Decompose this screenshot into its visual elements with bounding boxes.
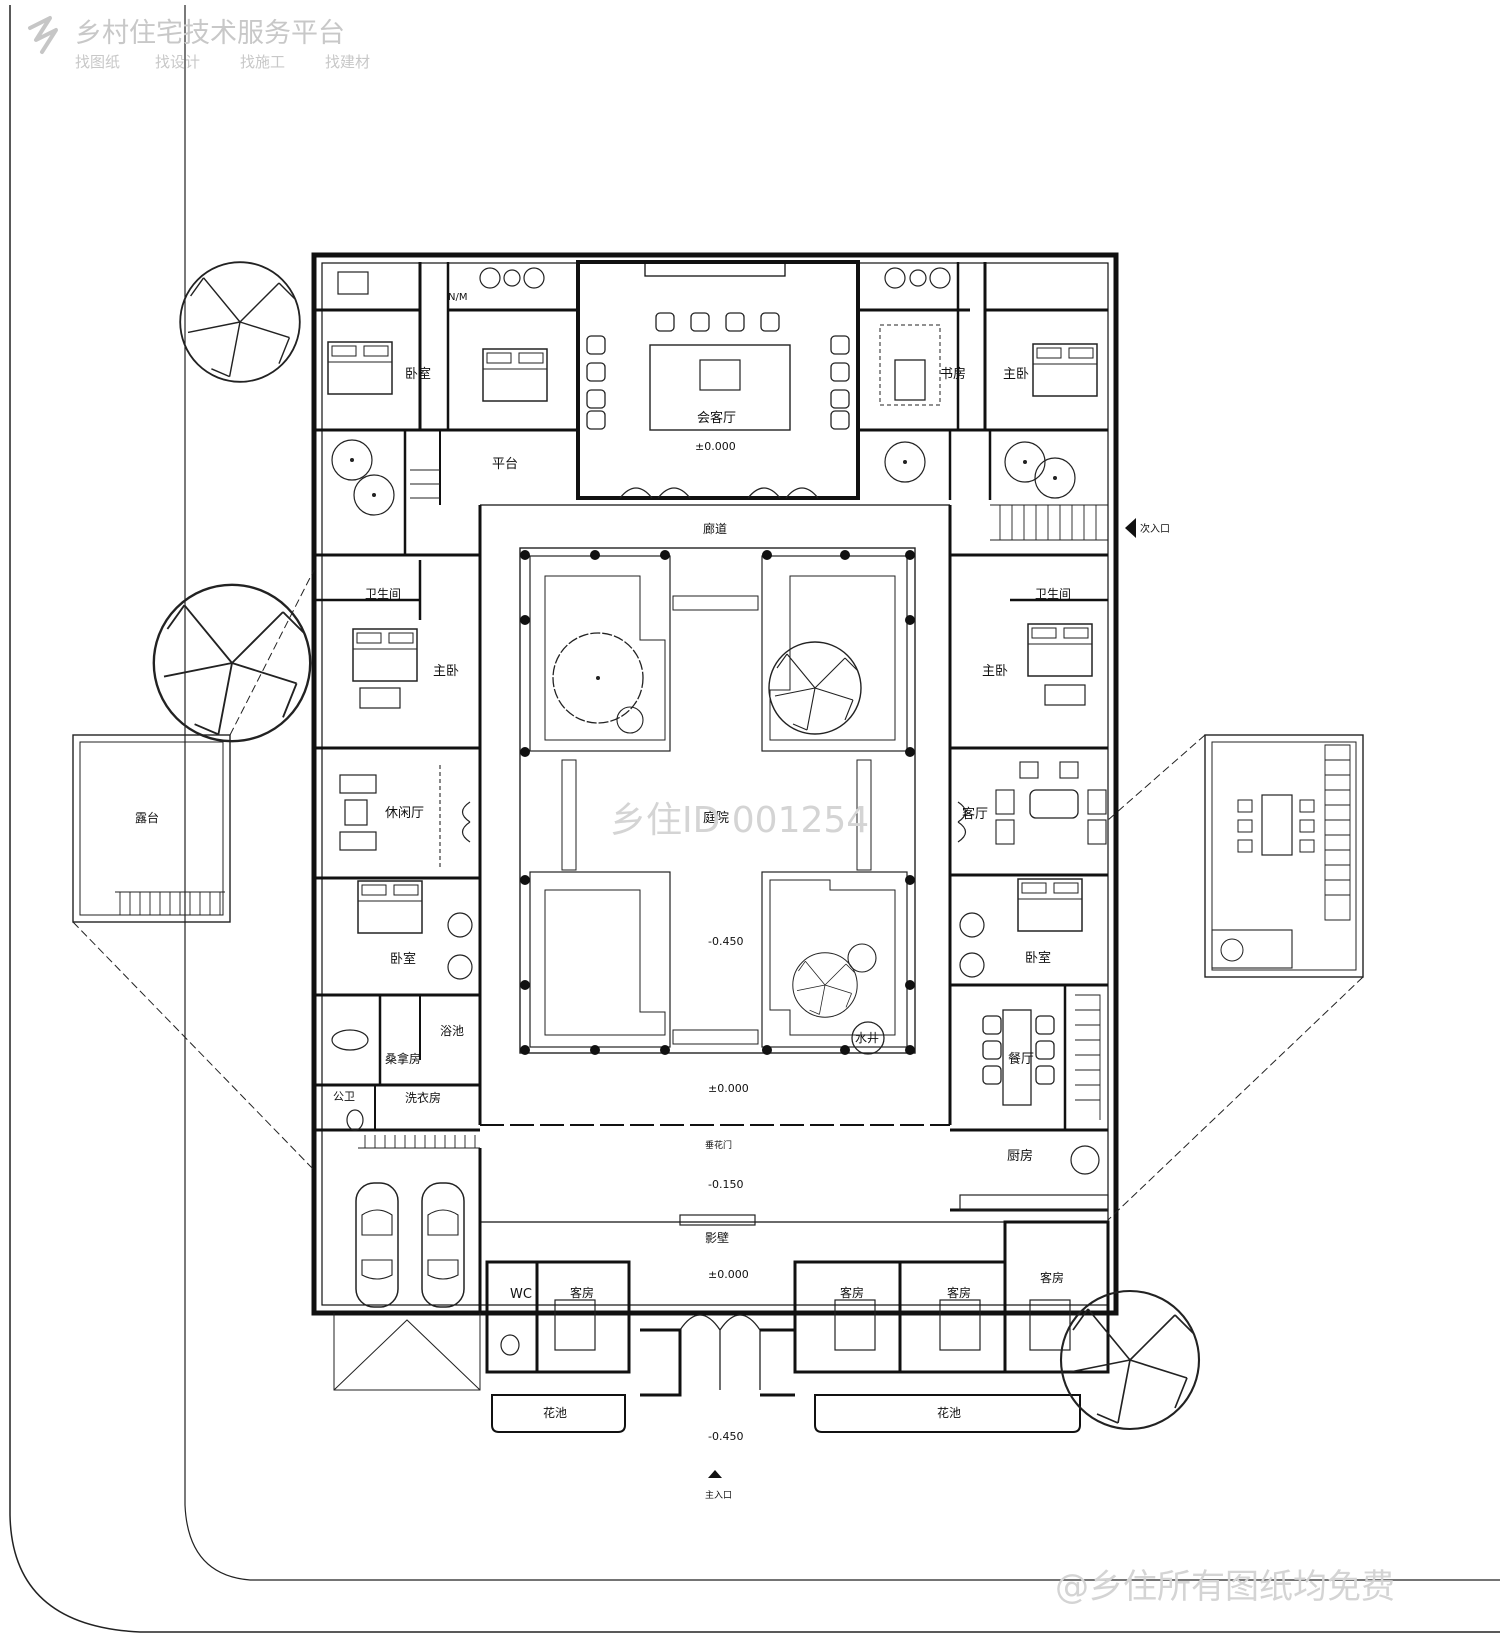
- level-mark: ±0.000: [708, 1082, 749, 1095]
- brand-link-materials[interactable]: 找建材: [325, 53, 370, 71]
- room-label: 主卧: [433, 664, 459, 679]
- room-label: 露台: [135, 810, 159, 825]
- room-label: 卧室: [1025, 950, 1051, 966]
- room-label: 影壁: [705, 1230, 729, 1245]
- room-label: 花池: [937, 1405, 961, 1420]
- room-label: 休闲厅: [385, 806, 424, 821]
- room-label: 桑拿房: [385, 1051, 421, 1066]
- room-label: 公卫: [333, 1090, 355, 1103]
- room-label: 卫生间: [365, 587, 401, 601]
- brand-link-drawings[interactable]: 找图纸: [75, 53, 120, 71]
- room-label: 主入口: [705, 1489, 732, 1501]
- room-label: 会客厅: [697, 410, 736, 426]
- room-label: 主卧: [1003, 367, 1029, 382]
- room-label: 平台: [492, 457, 518, 472]
- room-label: 客房: [947, 1285, 971, 1300]
- level-mark: -0.450: [708, 935, 743, 948]
- room-label: 卧室: [405, 366, 431, 382]
- room-label: 客房: [570, 1285, 594, 1300]
- center-watermark: 乡住ID 001254: [610, 800, 869, 841]
- meeting-hall-walls: [576, 260, 860, 500]
- room-label: 主卧: [982, 664, 1008, 679]
- xiangzhu-logo-icon: [28, 16, 58, 54]
- brand-name: 乡村住宅技术服务平台: [75, 18, 345, 49]
- room-label: 客房: [1040, 1270, 1064, 1285]
- room-label: 客厅: [962, 806, 988, 822]
- room-label: 垂花门: [705, 1139, 732, 1151]
- room-label: 餐厅: [1008, 1051, 1034, 1067]
- outer-wall: [311, 252, 1119, 1316]
- room-label: 庭院: [703, 810, 729, 826]
- room-label: 次入口: [1140, 522, 1170, 535]
- brand-link-design[interactable]: 找设计: [155, 53, 200, 71]
- room-label: 洗衣房: [405, 1090, 441, 1105]
- room-label: WC: [510, 1287, 532, 1302]
- room-label: N/M: [448, 292, 467, 303]
- level-mark: ±0.000: [695, 440, 736, 453]
- courtyard-outline: [519, 547, 916, 1054]
- brand-link-construction[interactable]: 找施工: [240, 53, 285, 71]
- room-label: 花池: [543, 1405, 567, 1420]
- level-mark: -0.450: [708, 1430, 743, 1443]
- room-label: 卫生间: [1035, 587, 1071, 601]
- room-label: 厨房: [1007, 1148, 1033, 1164]
- room-label: 廊道: [703, 521, 727, 536]
- level-mark: -0.150: [708, 1178, 743, 1191]
- room-label: 水井: [855, 1031, 879, 1045]
- room-label: 浴池: [440, 1024, 464, 1038]
- road-edge-line: [184, 5, 1500, 1581]
- room-label: 书房: [940, 366, 966, 382]
- site-boundary-line: [9, 5, 1500, 1633]
- level-mark: ±0.000: [708, 1268, 749, 1281]
- room-label: 卧室: [390, 951, 416, 967]
- room-label: 客房: [840, 1285, 864, 1300]
- bottom-credit-watermark: @乡住所有图纸均免费: [1055, 1567, 1395, 1607]
